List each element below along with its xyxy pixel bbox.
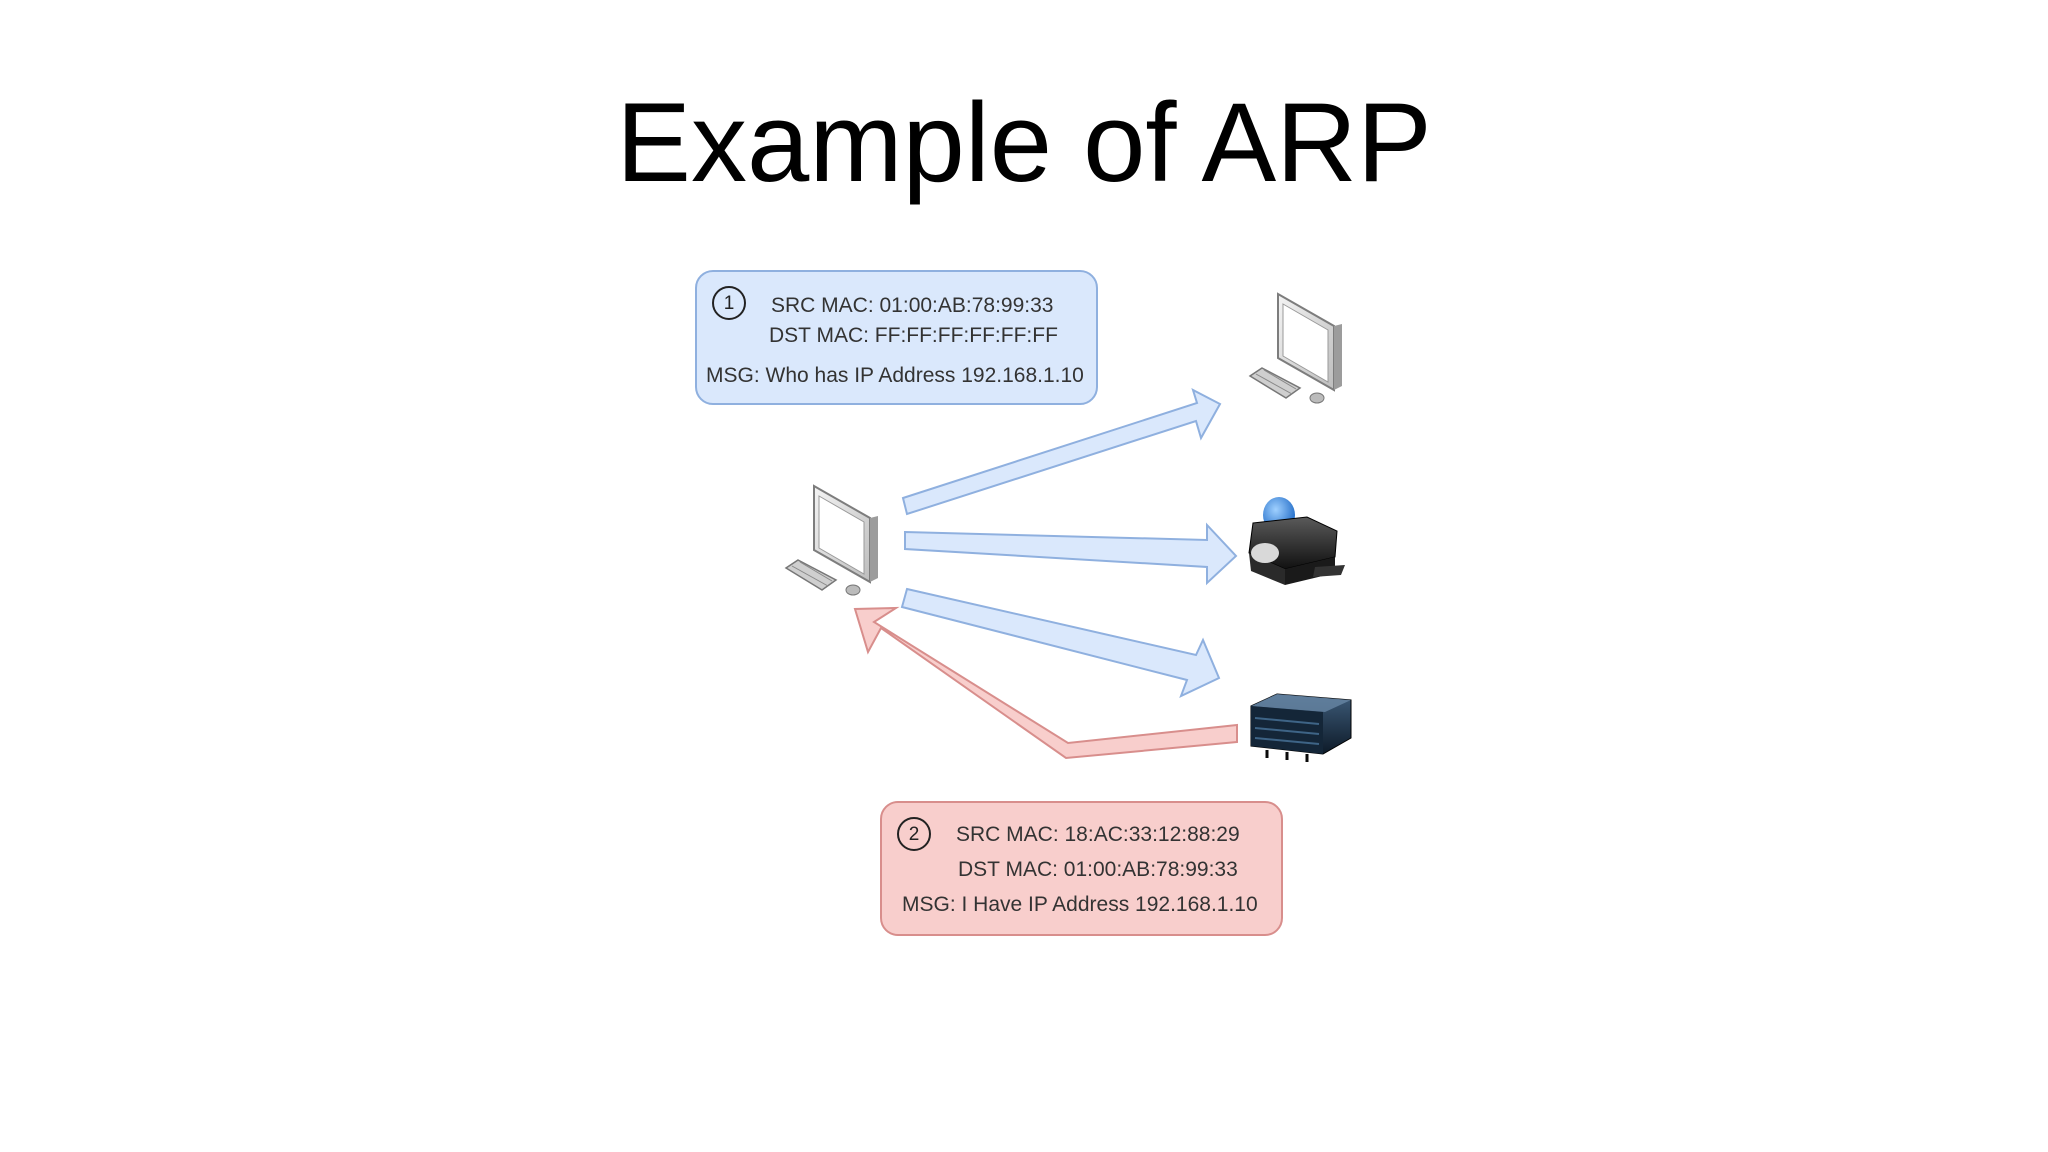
- request-arrow-to-printer: [904, 522, 1238, 586]
- page-title: Example of ARP: [616, 80, 1432, 205]
- step-1-badge: 1: [712, 286, 746, 320]
- request-arrow-to-server: [900, 587, 1221, 698]
- step-2-badge: 2: [897, 817, 931, 851]
- reply-arrow-to-sender: [853, 606, 1238, 760]
- desktop-computer-icon: [1248, 292, 1342, 404]
- request-src-mac: SRC MAC: 01:00:AB:78:99:33: [771, 294, 1054, 317]
- arp-request-box: 1 SRC MAC: 01:00:AB:78:99:33 DST MAC: FF…: [695, 270, 1098, 405]
- reply-message: MSG: I Have IP Address 192.168.1.10: [902, 893, 1258, 916]
- printer-icon: [1248, 497, 1345, 585]
- server-icon: [1250, 693, 1352, 762]
- request-dst-mac: DST MAC: FF:FF:FF:FF:FF:FF: [769, 324, 1058, 347]
- reply-src-mac: SRC MAC: 18:AC:33:12:88:29: [956, 823, 1240, 846]
- desktop-computer-icon: [784, 484, 878, 596]
- arp-reply-box: 2 SRC MAC: 18:AC:33:12:88:29 DST MAC: 01…: [880, 801, 1283, 936]
- request-arrow-to-computer: [901, 388, 1222, 516]
- request-message: MSG: Who has IP Address 192.168.1.10: [706, 364, 1084, 387]
- reply-dst-mac: DST MAC: 01:00:AB:78:99:33: [958, 858, 1238, 881]
